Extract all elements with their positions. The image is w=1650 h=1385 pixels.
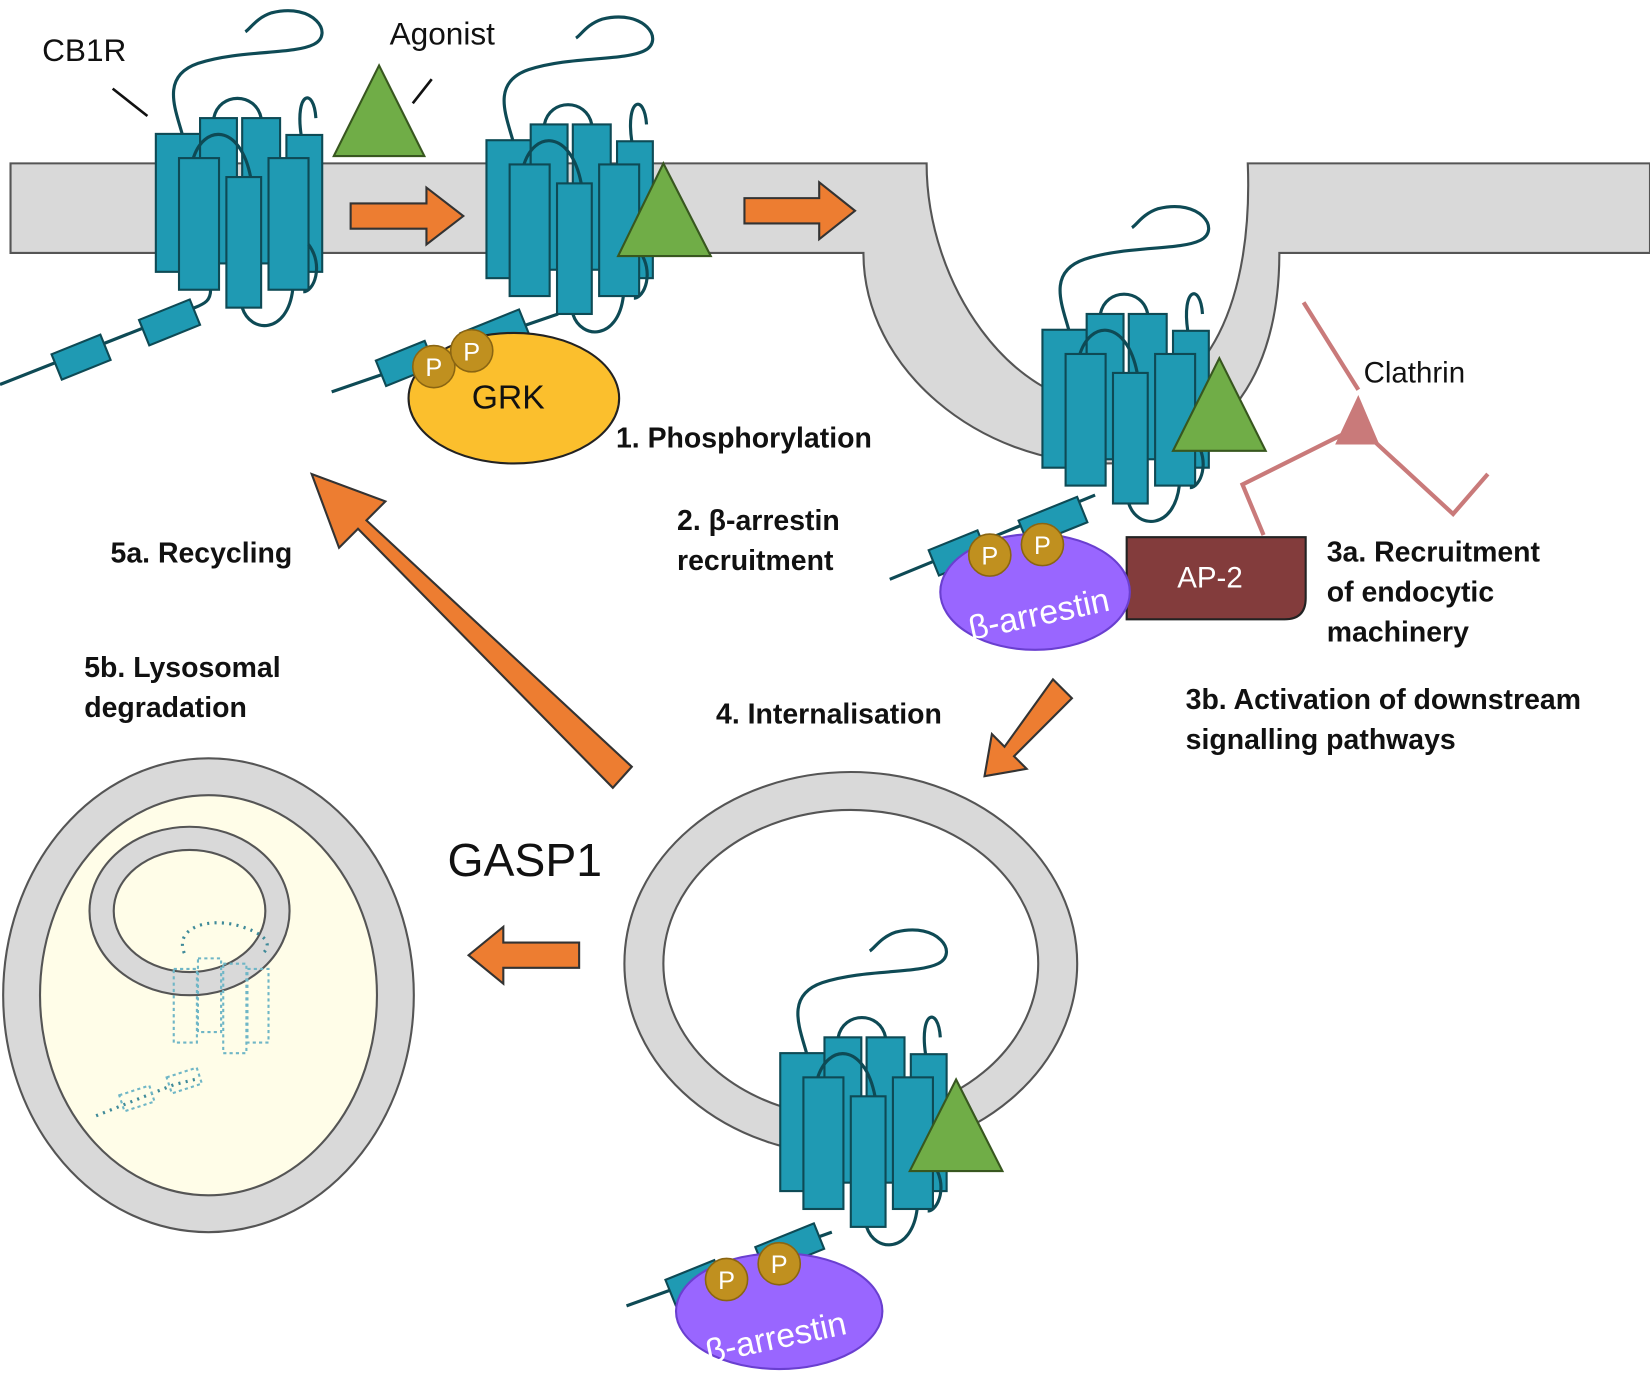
arrow-activation (349, 185, 466, 247)
step-3b-label-line2: signalling pathways (1186, 724, 1456, 756)
agonist-triangle (616, 161, 713, 258)
arrow-internalisation (983, 677, 1074, 778)
clathrin-label: Clathrin (1364, 356, 1466, 389)
step-2-label: 2. β-arrestin (677, 505, 840, 537)
step-4-label: 4. Internalisation (716, 699, 942, 731)
phosphate-label: P (425, 354, 442, 382)
phosphate-icon (704, 1257, 749, 1302)
phosphate-icon (1020, 522, 1065, 567)
gasp1-label: GASP1 (448, 834, 603, 886)
step-3a-label-line3: machinery (1327, 616, 1469, 648)
ap2-adaptor (1125, 536, 1307, 621)
agonist-triangle (332, 63, 427, 158)
plasma-membrane (9, 162, 1650, 465)
agonist-label: Agonist (390, 15, 496, 51)
agonist-triangle (1171, 355, 1268, 452)
step-1-label: 1. Phosphorylation (616, 423, 872, 455)
agonist-triangle (908, 1077, 1005, 1173)
ap2-label: AP-2 (1177, 562, 1243, 595)
phosphate-icon (411, 344, 456, 389)
step-3a-label-line2: of endocytic (1327, 576, 1494, 608)
step-5a-label: 5a. Recycling (111, 537, 293, 569)
phosphate-label: P (981, 543, 998, 571)
phosphate-icon (757, 1241, 802, 1286)
step-3a-label: 3a. Recruitment (1327, 536, 1541, 568)
phosphate-icon (967, 533, 1012, 577)
agonist-pointer-line (411, 78, 433, 105)
arrow-degradation (466, 924, 581, 986)
arrow-recycling (309, 472, 634, 790)
cb1r-receptor-inactive (0, 9, 324, 386)
cb1r-pointer-line (111, 87, 149, 118)
step-3b-label: 3b. Activation of downstream (1186, 684, 1581, 716)
cb1r-label: CB1R (42, 32, 126, 68)
degraded-receptor (94, 921, 270, 1118)
clathrin-triskelion (1239, 301, 1490, 536)
phosphate-label: P (463, 338, 480, 366)
arrow-to-pit (743, 180, 857, 242)
phosphate-label: P (1034, 532, 1051, 560)
phosphate-icon (449, 328, 494, 373)
step-5b-label: 5b. Lysosomal (84, 652, 280, 684)
step-2-label-line2: recruitment (677, 545, 834, 577)
step-5b-label-line2: degradation (84, 692, 247, 724)
phosphate-label: P (771, 1251, 788, 1279)
grk-label: GRK (472, 380, 546, 417)
phosphate-label: P (718, 1267, 735, 1295)
